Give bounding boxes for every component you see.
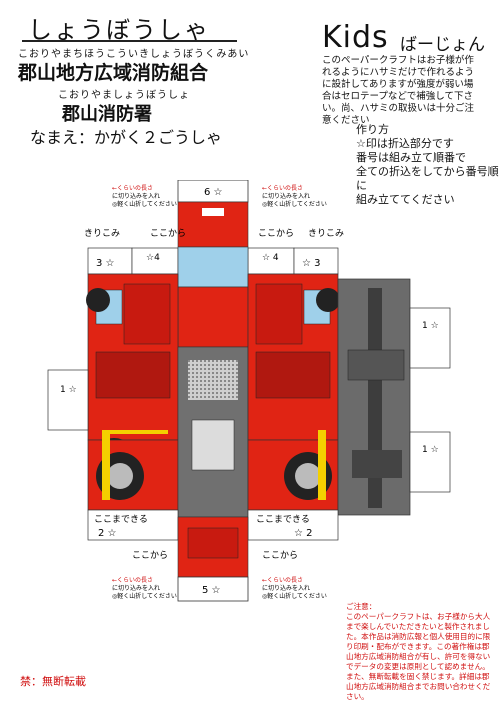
caution-heading: ご注意： [346, 602, 377, 611]
label-kokokara-2: ここから [258, 228, 294, 239]
tab-3-right [293, 247, 339, 275]
tab-4-left-label: ☆4 [146, 253, 160, 263]
wheel-left-front [86, 288, 110, 312]
tab-2-right-label: ☆ 2 [294, 528, 313, 539]
page-title: しょうぼうしゃ [28, 16, 210, 44]
label-kirikomi-left: きりこみ [84, 228, 120, 239]
tab-1-right-top-label: 1 ☆ [422, 321, 439, 331]
cut-note-top-right-2: に切り込みを入れ [262, 192, 310, 200]
cut-note-bottom-right: ←くらいの長さ [262, 577, 303, 584]
tab-1-left [47, 369, 89, 431]
roof-hatch [188, 360, 238, 400]
tab-5 [177, 576, 249, 602]
tab-6-label: 6 ☆ [204, 187, 223, 198]
kids-logo-suffix: ばーじょん [400, 35, 485, 55]
kids-logo: Kids [322, 20, 389, 55]
caution-body: このペーパークラフトは、お子様から大人まで楽しんでいただきたいと製作されました。… [346, 612, 491, 701]
wheel-right-front [316, 288, 340, 312]
station-name: 郡山消防署 [62, 104, 152, 125]
cut-note-bottom-left: ←くらいの長さ [112, 577, 153, 584]
tab-4-left [131, 247, 179, 275]
cut-note-bottom-left-3: ◎軽く山折してください [112, 592, 177, 600]
tab-4-right-label: ☆ 4 [262, 253, 279, 263]
tab-3-right-label: ☆ 3 [302, 258, 321, 269]
instructions-line: 全ての折込をしてから番号順に [356, 165, 499, 192]
tab-1-left-label: 1 ☆ [60, 385, 77, 395]
cut-note-bottom-right-3: ◎軽く山折してください [262, 592, 327, 600]
vehicle-name: なまえ：かがく２ごうしゃ [30, 128, 223, 147]
cut-note-top-left-3: ◎軽く山折してください [112, 200, 177, 208]
caution-box: ご注意： このペーパークラフトは、お子様から大人まで楽しんでいただきたいと製作さ… [346, 602, 494, 702]
tab-1-right-top [409, 307, 451, 369]
papercraft-template: 6 ☆ ←くらいの長さ に切り込みを入れ ◎軽く山折してください ←くらいの長さ… [47, 180, 451, 602]
cut-note-top-left-2: に切り込みを入れ [112, 192, 160, 200]
label-kokomade-left: ここまできる [94, 514, 148, 525]
tab-5-label: 5 ☆ [202, 585, 221, 596]
label-kirikomi-right: きりこみ [308, 228, 344, 239]
cut-note-bottom-right-2: に切り込みを入れ [262, 584, 310, 592]
instructions: 作り方 ☆印は折込部分です 番号は組み立て順番で 全ての折込をしてから番号順に … [356, 123, 500, 207]
label-kokokara-3: ここから [132, 550, 168, 561]
emblem [202, 208, 224, 216]
cut-note-top-left: ←くらいの長さ [112, 185, 153, 192]
org-furigana: こおりやまちほうこういきしょうぼうくみあい [18, 49, 250, 60]
instructions-line: 番号は組み立て順番で [356, 151, 466, 164]
tab-4-right [247, 247, 295, 275]
instructions-heading: 作り方 [356, 123, 389, 136]
windshield [177, 246, 249, 288]
truck-side-right [247, 273, 339, 511]
label-kokomade-right: ここまできる [256, 514, 310, 525]
tab-2-left-label: 2 ☆ [98, 528, 117, 539]
tab-1-right-bottom-label: 1 ☆ [422, 445, 439, 455]
cut-note-top-right: ←くらいの長さ [262, 185, 303, 192]
tab-6: 6 ☆ [177, 180, 249, 203]
org-name: 郡山地方広域消防組合 [18, 62, 209, 84]
instructions-line: 組み立ててください [356, 193, 455, 206]
tab-3-left [87, 247, 133, 275]
cut-note-bottom-left-2: に切り込みを入れ [112, 584, 160, 592]
tab-3-left-label: 3 ☆ [96, 258, 115, 269]
no-reproduction-notice: 禁：無断転載 [20, 675, 86, 688]
station-furigana: こおりやましょうぼうしょ [58, 90, 190, 101]
label-kokokara-4: ここから [262, 550, 298, 561]
kids-note: このペーパークラフトはお子様が作れるようにハサミだけで作れるように設計してありま… [322, 55, 475, 126]
tab-1-right-bottom [409, 431, 451, 493]
instructions-line: ☆印は折込部分です [356, 137, 454, 150]
truck-cab-front [177, 286, 249, 348]
tab-2-right [247, 509, 339, 541]
label-kokokara-1: ここから [150, 228, 186, 239]
cut-note-top-right-3: ◎軽く山折してください [262, 200, 327, 208]
title-underline [22, 40, 237, 42]
